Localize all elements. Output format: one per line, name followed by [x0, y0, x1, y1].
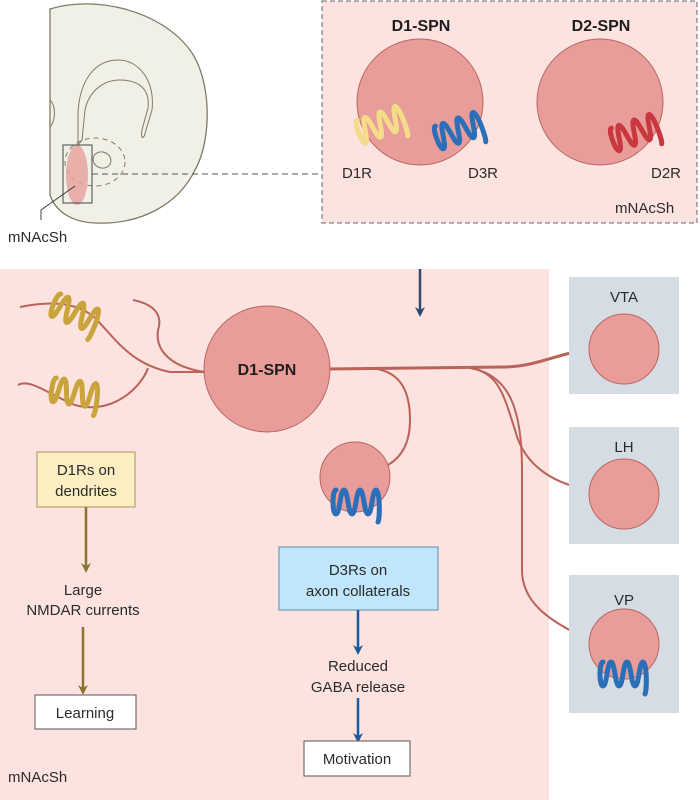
- vta-cell: [588, 313, 660, 385]
- d1r-label: D1R: [342, 165, 372, 182]
- brain-region-label: mNAcSh: [8, 229, 67, 246]
- top-panel-region-label: mNAcSh: [615, 200, 674, 217]
- d1rs-dendrites-line-2: dendrites: [55, 483, 117, 500]
- lh-label: LH: [614, 439, 633, 456]
- gaba-line-1: Reduced: [328, 658, 388, 675]
- d1-spn-title: D1-SPN: [392, 18, 451, 35]
- d1rs-dendrites-box: [36, 451, 136, 508]
- ventricle-outline: [77, 59, 153, 147]
- axon-to-lh: [469, 367, 591, 491]
- d2-spn-cell: [536, 38, 664, 166]
- d1-spn-soma: [203, 305, 331, 433]
- d3rs-collaterals-line-1: D3Rs on: [329, 562, 387, 579]
- d2r-label: D2R: [651, 165, 681, 182]
- d3r-label: D3R: [468, 165, 498, 182]
- d1-spn-soma-label: D1-SPN: [238, 362, 297, 379]
- d2-spn-title: D2-SPN: [572, 18, 631, 35]
- target-vp: VP: [569, 575, 679, 713]
- vta-label: VTA: [610, 289, 638, 306]
- main-panel-region-label: mNAcSh: [8, 769, 67, 786]
- learning-label: Learning: [56, 705, 114, 722]
- axon-collateral: [364, 367, 412, 466]
- vp-label: VP: [614, 592, 634, 609]
- d3rs-collaterals-line-2: axon collaterals: [306, 583, 410, 600]
- motivation-label: Motivation: [323, 751, 391, 768]
- nmdar-line-2: NMDAR currents: [26, 602, 139, 619]
- nmdar-line-1: Large: [64, 582, 102, 599]
- brain-section: mNAcSh: [8, 3, 322, 246]
- motivation-box: [303, 740, 411, 777]
- main-panel: D1-SPN D1Rs on dendrites Large NMDAR cur…: [0, 269, 591, 800]
- midline-notch: [49, 99, 55, 128]
- nac-core-outline: [64, 137, 126, 187]
- d3rs-collaterals-box: [278, 546, 439, 611]
- learning-box: [34, 694, 137, 730]
- gaba-line-2: GABA release: [311, 679, 405, 696]
- label-leader-line: [40, 185, 76, 220]
- target-vta: VTA: [569, 277, 679, 394]
- d1rs-dendrites-line-1: D1Rs on: [57, 462, 115, 479]
- anterior-commissure: [92, 151, 112, 169]
- axon-to-vp: [469, 367, 591, 641]
- brain-outline: [49, 3, 208, 224]
- mnacsh-region-highlight: [66, 145, 88, 205]
- top-panel: D1-SPN D2-SPN D1R D3R D2R mNAcSh: [321, 0, 698, 317]
- lh-cell: [588, 458, 660, 530]
- d1-spn-cell: [356, 38, 484, 166]
- target-lh: LH: [569, 427, 679, 544]
